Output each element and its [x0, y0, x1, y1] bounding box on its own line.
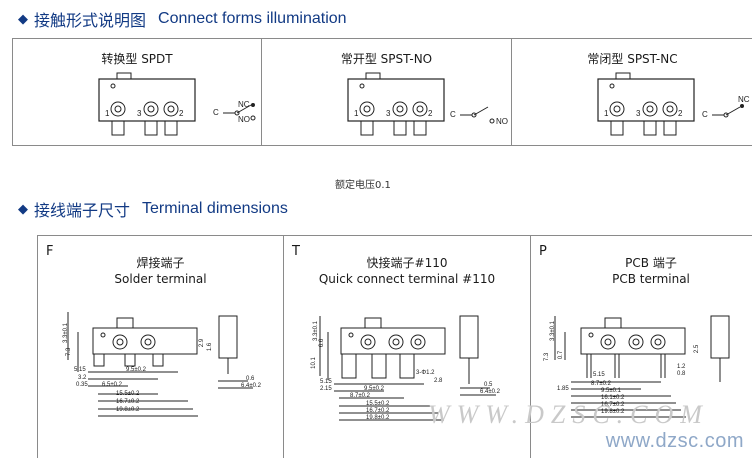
dim-label: 16.7±0.2 — [366, 408, 390, 414]
dim-label: 1.2 — [677, 364, 686, 370]
dim-label: 16.7±0.2 — [601, 402, 625, 408]
dim-label: 3.3±0.1 — [549, 321, 556, 341]
dim-label: 9.5±0.2 — [364, 386, 384, 392]
dim-label: 9.5±0.2 — [126, 367, 146, 373]
terminal-title-cn: 快接端子#110 — [366, 256, 448, 270]
terminal-c-label: C — [702, 110, 708, 119]
pcb-terminal-drawing — [554, 315, 730, 418]
pin-label: 2 — [179, 109, 184, 118]
switch-body-drawing — [347, 72, 495, 136]
dim-label: 10.1 — [310, 357, 317, 369]
dim-label: 3.3±0.1 — [62, 323, 69, 343]
dim-label: 6.5±0.2 — [102, 382, 122, 388]
section-title-cn: 接线端子尺寸 — [34, 201, 131, 220]
dim-label: 0.5 — [484, 382, 493, 388]
dim-label: 19.8±0.2 — [116, 407, 140, 413]
dim-label: 0.35 — [76, 382, 88, 388]
terminal-letter: T — [292, 244, 300, 259]
connect-form-spdt: 转换型 SPDT 1 3 2 C NC NO — [13, 39, 261, 145]
dim-label: 3-Φ1.2 — [416, 370, 435, 376]
solder-terminal-drawing — [67, 312, 253, 417]
switch-body-drawing — [98, 72, 256, 136]
dim-label: 0.7 — [558, 350, 565, 360]
terminal-c-label: C — [213, 108, 219, 117]
section-terminal-dimensions-header: ◆ 接线端子尺寸 Terminal dimensions — [18, 197, 288, 221]
divider — [261, 39, 262, 145]
diamond-bullet-icon: ◆ — [18, 11, 28, 27]
terminal-title-cn: PCB 端子 — [625, 256, 677, 270]
terminal-no-label: NO — [238, 115, 250, 124]
terminal-quick-connect: T 快接端子#110 Quick connect terminal #110 — [284, 236, 530, 458]
pin-label: 3 — [636, 109, 641, 118]
dim-label: 8.7±0.2 — [591, 381, 611, 387]
dim-label: 5.15 — [320, 379, 332, 385]
pin-label: 3 — [137, 109, 142, 118]
pin-label: 1 — [604, 109, 609, 118]
divider — [530, 236, 531, 458]
dim-label: 2.8 — [434, 378, 443, 384]
dim-label: 2.5 — [694, 344, 701, 354]
quick-connect-terminal-drawing — [319, 315, 496, 421]
dim-label: 2.9 — [199, 338, 206, 348]
dim-label: 8.7±0.2 — [350, 393, 370, 399]
dim-label: 1.6 — [207, 342, 214, 352]
pin-label: 1 — [105, 109, 110, 118]
switch-body-drawing — [597, 72, 744, 136]
terminal-c-label: C — [450, 110, 456, 119]
connect-forms-panel: 转换型 SPDT 1 3 2 C NC NO 常开型 SPST-NO — [12, 38, 752, 146]
dim-label: 19.8±0.2 — [601, 409, 625, 415]
connect-form-spst-no: 常开型 SPST-NO 1 3 2 C NO — [262, 39, 511, 145]
dim-label: 3.2 — [78, 375, 87, 381]
dim-label: 0.6 — [246, 376, 255, 382]
dim-label: 7.3 — [544, 352, 551, 362]
diamond-bullet-icon: ◆ — [18, 201, 28, 217]
dim-label: 1.85 — [557, 386, 569, 392]
divider — [283, 236, 284, 458]
dim-label: 7.3 — [66, 347, 73, 357]
terminal-letter: F — [46, 244, 54, 259]
terminal-letter: P — [539, 244, 547, 259]
dim-label: 6.4±0.2 — [480, 389, 500, 395]
terminal-solder: F 焊接端子 Solder terminal 3.3±0.1 7.3 — [38, 236, 283, 458]
dim-label: 0.8 — [677, 371, 686, 377]
dim-label: 19.8±0.2 — [366, 415, 390, 421]
dim-label: 6.4±0.2 — [241, 383, 261, 389]
terminal-title-en: Quick connect terminal #110 — [318, 272, 496, 286]
terminal-title-en: PCB terminal — [612, 272, 690, 286]
pin-label: 3 — [386, 109, 391, 118]
dim-label: 5.15 — [74, 367, 86, 373]
pin-label: 2 — [678, 109, 683, 118]
terminal-title-en: Solder terminal — [114, 272, 207, 286]
pin-label: 1 — [354, 109, 359, 118]
divider — [511, 39, 512, 145]
dim-label: 9.5±0.1 — [601, 388, 621, 394]
dim-label: 16.1±0.2 — [601, 395, 625, 401]
dim-label: 15.5±0.2 — [366, 401, 390, 407]
faint-watermark: WWW.DZSC.COM — [428, 400, 709, 429]
connect-form-label: 常闭型 SPST-NC — [587, 52, 678, 66]
dim-label: 2.15 — [320, 386, 332, 392]
terminal-title-cn: 焊接端子 — [136, 256, 185, 270]
dim-label: 5.15 — [593, 372, 605, 378]
dim-label: 3.3±0.1 — [312, 321, 319, 341]
rated-voltage-note: 额定电压0.1 — [335, 180, 391, 191]
pin-label: 2 — [428, 109, 433, 118]
connect-form-spst-nc: 常闭型 SPST-NC 1 3 2 C NC — [512, 39, 752, 145]
terminal-no-label: NO — [496, 117, 508, 126]
dim-label: 15.5±0.2 — [116, 391, 140, 397]
section-title-en: Terminal dimensions — [142, 200, 288, 217]
connect-form-label: 转换型 SPDT — [101, 52, 173, 66]
dim-label: 6.6 — [319, 338, 326, 348]
terminal-dimensions-panel: F 焊接端子 Solder terminal 3.3±0.1 7.3 — [37, 235, 752, 458]
section-title-en: Connect forms illumination — [158, 10, 347, 27]
section-title-cn: 接触形式说明图 — [34, 11, 147, 30]
terminal-pcb: P PCB 端子 PCB terminal 3.3±0.1 — [531, 236, 752, 458]
terminal-nc-label: NC — [238, 100, 250, 109]
dim-label: 16.7±0.2 — [116, 399, 140, 405]
terminal-nc-label: NC — [738, 95, 750, 104]
connect-form-label: 常开型 SPST-NO — [340, 52, 433, 66]
section-connect-forms-header: ◆ 接触形式说明图 Connect forms illumination — [18, 7, 347, 31]
site-watermark: www.dzsc.com — [605, 430, 744, 452]
